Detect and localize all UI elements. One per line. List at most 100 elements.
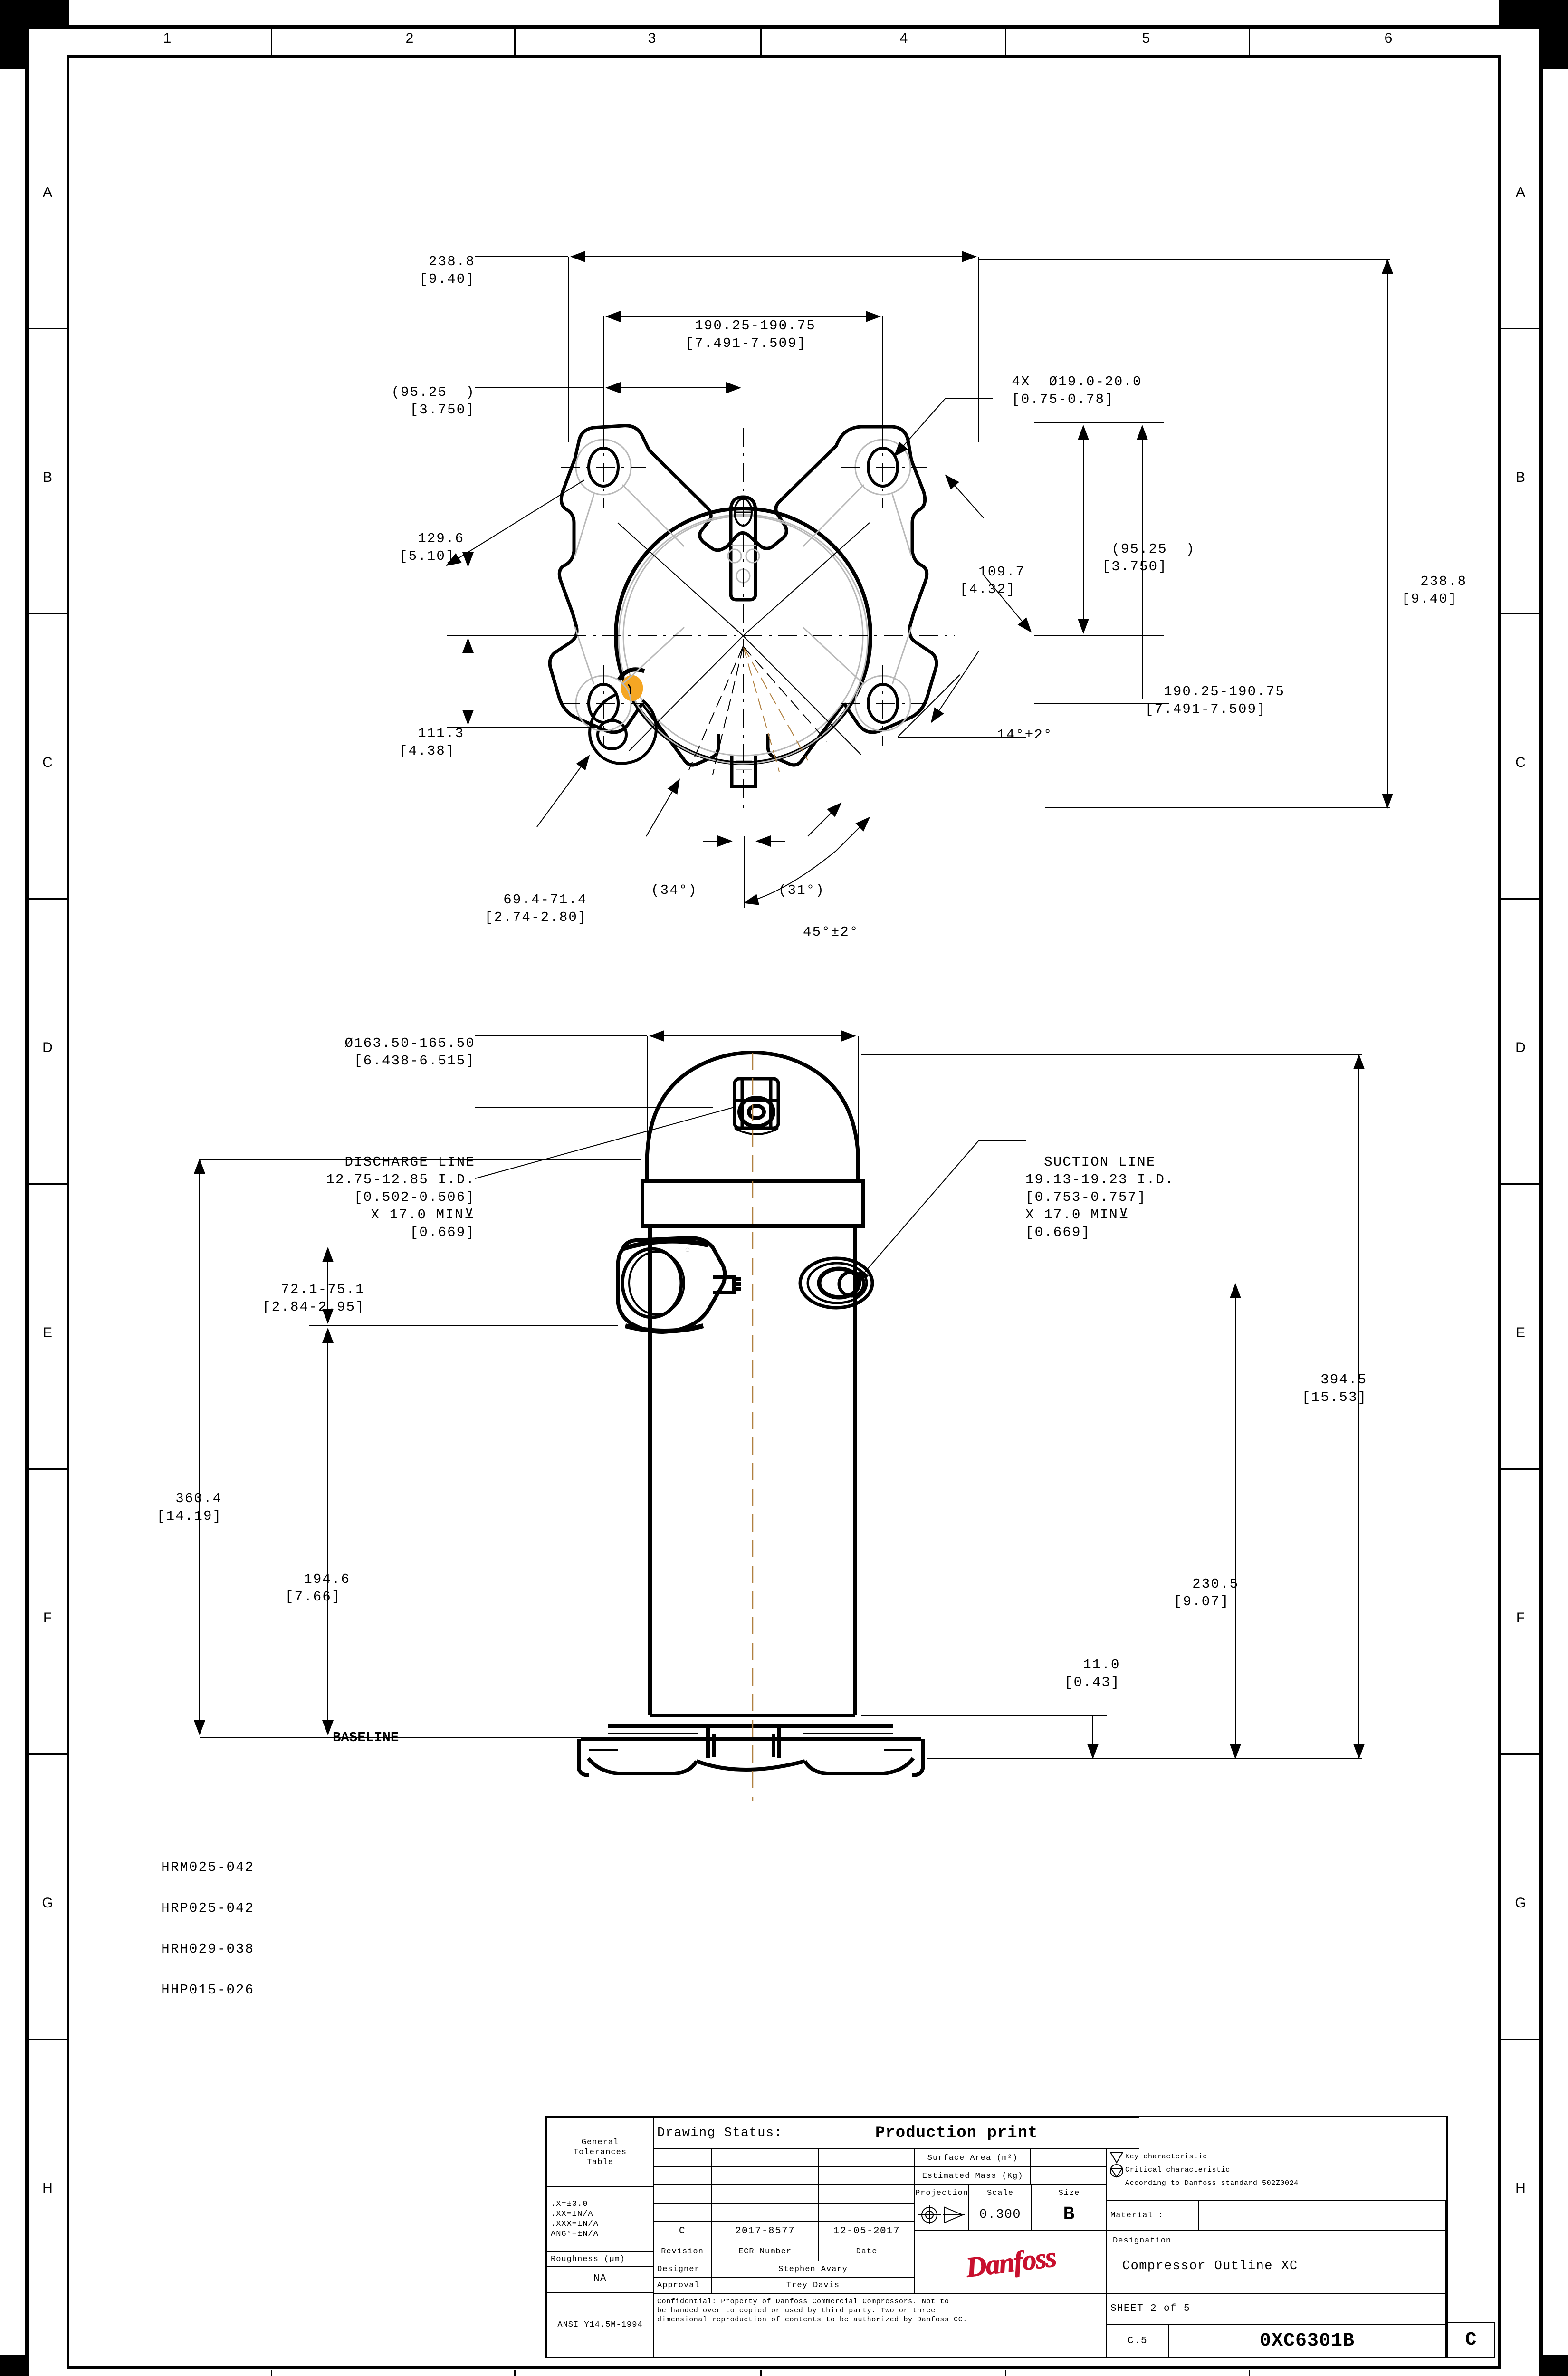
grid-col-6-top: 6 bbox=[1384, 30, 1393, 46]
dim-overall-height: 238.8[9.40] bbox=[1402, 574, 1467, 607]
grid-divider bbox=[271, 2370, 272, 2376]
sheet-label: SHEET 2 of 5 bbox=[1106, 2293, 1446, 2325]
dim-111-3: 111.3[4.38] bbox=[399, 726, 465, 759]
grid-row-E-right: E bbox=[1515, 1325, 1525, 1341]
revision-row bbox=[818, 2184, 915, 2204]
grid-divider bbox=[1501, 2039, 1539, 2040]
revision-row bbox=[818, 2166, 915, 2185]
revision-header: Revision bbox=[653, 2242, 712, 2261]
date-value: 12-05-2017 bbox=[818, 2221, 915, 2242]
grid-row-D-left: D bbox=[42, 1040, 53, 1055]
grid-divider bbox=[1249, 2370, 1250, 2376]
revision-letter-box: C bbox=[1447, 2322, 1495, 2358]
grid-divider bbox=[514, 2370, 516, 2376]
dim-bolt-span-h: 190.25-190.75[7.491-7.509] bbox=[685, 318, 816, 351]
grid-divider bbox=[29, 1753, 67, 1755]
material-label: Material : bbox=[1106, 2200, 1199, 2231]
grid-divider bbox=[760, 29, 762, 55]
model-list: HRM025-042 HRP025-042 HRH029-038 HHP015-… bbox=[143, 1837, 380, 2000]
grid-divider bbox=[271, 29, 272, 55]
tolerances-heading: General Tolerances Table bbox=[546, 2117, 654, 2187]
estimated-mass-value bbox=[1030, 2166, 1107, 2185]
grid-divider bbox=[29, 1468, 67, 1470]
drafting-standard: ANSI Y14.5M-1994 bbox=[546, 2292, 654, 2358]
confidential-note: Confidential: Property of Danfoss Commer… bbox=[653, 2293, 1107, 2358]
corner-mark-br2 bbox=[1539, 2355, 1568, 2376]
grid-row-E-left: E bbox=[42, 1325, 52, 1341]
revision-row bbox=[711, 2203, 819, 2222]
dim-129-6: 129.6[5.10] bbox=[399, 531, 465, 564]
grid-col-3-bottom: 3 bbox=[632, 2375, 672, 2376]
corner-mark-tr2 bbox=[1539, 0, 1568, 69]
surface-area-value bbox=[1030, 2148, 1107, 2167]
dim-bolt-span-v: 190.25-190.75[7.491-7.509] bbox=[1145, 684, 1285, 717]
roughness-label: Roughness (µm) bbox=[546, 2251, 654, 2267]
grid-divider bbox=[1501, 613, 1539, 614]
grid-divider bbox=[1501, 1183, 1539, 1185]
estimated-mass-label: Estimated Mass (Kg) bbox=[914, 2166, 1031, 2185]
grid-divider bbox=[1005, 29, 1006, 55]
doc-class: C.5 bbox=[1106, 2324, 1169, 2358]
grid-row-F-right: F bbox=[1516, 1610, 1525, 1626]
ecr-number-header: ECR Number bbox=[711, 2242, 819, 2261]
danfoss-logo: Danfoss bbox=[914, 2230, 1107, 2294]
revision-row bbox=[818, 2148, 915, 2167]
dim-11-0: 11.0[0.43] bbox=[1064, 1657, 1120, 1690]
dim-109-7: 109.7[4.32] bbox=[960, 564, 1025, 597]
grid-col-4-top: 4 bbox=[899, 30, 908, 46]
dim-360-4: 360.4[14.19] bbox=[157, 1491, 222, 1524]
grid-col-6-bottom: 6 bbox=[1368, 2375, 1408, 2376]
model-item: HRH029-038 bbox=[161, 1941, 255, 1957]
corner-mark-bl2 bbox=[0, 2355, 29, 2376]
revision-value: C bbox=[653, 2221, 712, 2242]
angle-14: 14°±2° bbox=[997, 727, 1053, 743]
designation-value: Compressor Outline XC bbox=[1122, 2259, 1298, 2273]
revision-row bbox=[818, 2203, 915, 2222]
danfoss-logo-text: Danfoss bbox=[964, 2241, 1057, 2283]
grid-col-3-top: 3 bbox=[648, 30, 656, 46]
dim-overall-width: 238.8[9.40] bbox=[419, 254, 475, 287]
projection-label: Projection bbox=[914, 2184, 969, 2201]
grid-col-1-top: 1 bbox=[163, 30, 172, 46]
grid-divider bbox=[514, 29, 516, 55]
angle-45: 45°±2° bbox=[803, 924, 859, 940]
dim-hole-callout: 4X Ø19.0-20.0 [0.75-0.78] bbox=[1012, 374, 1142, 407]
drawing-status-value: Production print bbox=[851, 2117, 1139, 2149]
sheet-border-outer bbox=[25, 25, 1543, 2376]
ecr-number-value: 2017-8577 bbox=[711, 2221, 819, 2242]
characteristic-notes: Key characteristic Critical characterist… bbox=[1106, 2148, 1446, 2201]
danfoss-standard-note: According to Danfoss standard 502Z0024 bbox=[1125, 2179, 1299, 2187]
grid-divider bbox=[29, 328, 67, 329]
grid-col-1-bottom: 1 bbox=[147, 2375, 187, 2376]
drawing-status-label: Drawing Status: bbox=[653, 2117, 852, 2149]
grid-divider bbox=[1501, 1753, 1539, 1755]
revision-row bbox=[653, 2203, 712, 2222]
grid-row-C-left: C bbox=[42, 755, 53, 770]
label-baseline: BASELINE bbox=[333, 1730, 399, 1745]
grid-row-A-right: A bbox=[1515, 184, 1525, 200]
title-block: General Tolerances Table .X=±3.0 .XX=±N/… bbox=[545, 2116, 1448, 2358]
date-header: Date bbox=[818, 2242, 915, 2261]
scale-value: 0.300 bbox=[968, 2200, 1032, 2231]
designation-label: Designation bbox=[1113, 2236, 1172, 2245]
grid-row-G-left: G bbox=[42, 1895, 53, 1911]
grid-row-B-right: B bbox=[1515, 469, 1525, 485]
model-item: HRP025-042 bbox=[161, 1900, 255, 1916]
grid-col-5-top: 5 bbox=[1142, 30, 1150, 46]
sheet-border-inner bbox=[67, 55, 1501, 2369]
grid-divider bbox=[760, 2370, 762, 2376]
revision-row bbox=[711, 2166, 819, 2185]
size-value: B bbox=[1031, 2200, 1107, 2231]
model-item: HRM025-042 bbox=[161, 1859, 255, 1875]
grid-divider bbox=[1501, 898, 1539, 900]
approval-value: Trey Davis bbox=[711, 2277, 915, 2294]
grid-divider bbox=[29, 613, 67, 614]
grid-row-D-right: D bbox=[1515, 1040, 1526, 1055]
angle-31: (31°) bbox=[778, 882, 825, 898]
corner-mark-tl2 bbox=[0, 0, 29, 69]
critical-characteristic-icon bbox=[1110, 2164, 1123, 2178]
projection-symbol-icon bbox=[914, 2200, 969, 2231]
grid-divider bbox=[29, 1183, 67, 1185]
